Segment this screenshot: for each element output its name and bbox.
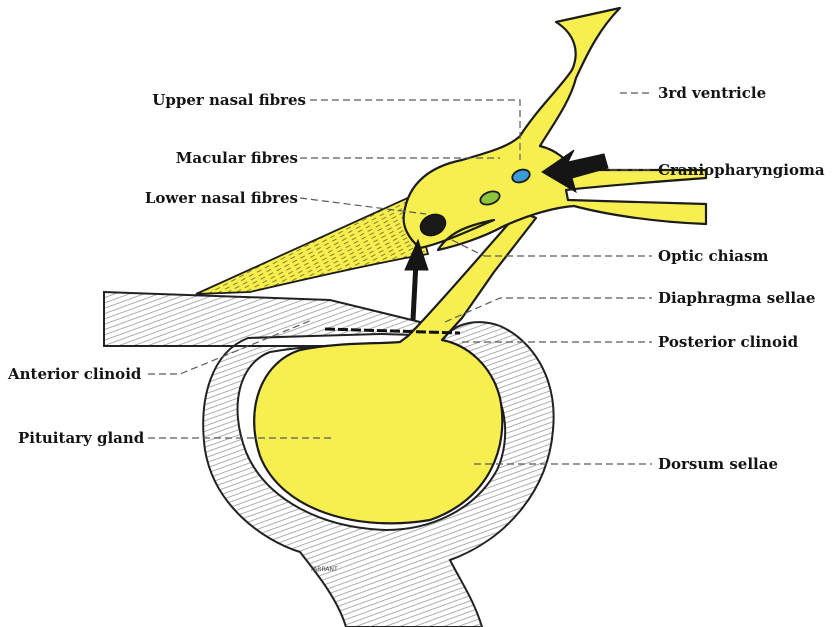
label-pituitary-gland: Pituitary gland bbox=[18, 429, 145, 447]
label-optic-chiasm: Optic chiasm bbox=[658, 247, 768, 265]
label-craniopharyngioma: Craniopharyngioma bbox=[658, 161, 825, 179]
optic-nerve bbox=[196, 196, 428, 294]
artist-signature: TARRANT bbox=[309, 566, 338, 573]
label-anterior-clinoid: Anterior clinoid bbox=[7, 365, 142, 383]
label-lower-nasal-fibres: Lower nasal fibres bbox=[145, 189, 298, 207]
label-upper-nasal-fibres: Upper nasal fibres bbox=[152, 91, 306, 109]
label-3rd-ventricle: 3rd ventricle bbox=[658, 84, 766, 102]
label-diaphragma-sellae: Diaphragma sellae bbox=[658, 289, 815, 307]
label-posterior-clinoid: Posterior clinoid bbox=[658, 333, 799, 351]
label-macular-fibres: Macular fibres bbox=[176, 149, 298, 167]
label-dorsum-sellae: Dorsum sellae bbox=[658, 455, 778, 473]
optic-chiasm-shape bbox=[404, 8, 706, 250]
